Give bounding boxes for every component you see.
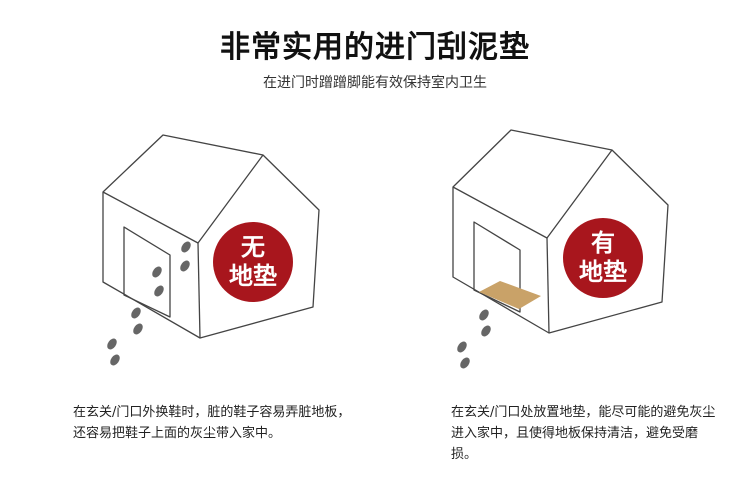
footprint (457, 341, 467, 353)
footprint (481, 325, 491, 337)
house-outline (102, 134, 320, 339)
house-corner (546, 237, 550, 334)
badge-text-line2: 地垫 (229, 262, 277, 290)
badge-circle (213, 222, 293, 302)
left-description: 在玄关/门口外换鞋时，脏的鞋子容易弄脏地板，还容易把鞋子上面的灰尘带入家中。 (73, 405, 351, 441)
badge-circle (563, 218, 643, 298)
house-outline (452, 129, 669, 334)
house-with-mat: 有 地垫 (452, 129, 669, 334)
footprint (460, 357, 470, 369)
footprint (479, 309, 489, 321)
house-corner (197, 242, 201, 339)
footprint (152, 266, 162, 278)
doormat (479, 281, 541, 309)
footprint (180, 260, 190, 272)
door (123, 226, 171, 318)
footprint (133, 323, 143, 335)
right-description: 在玄关/门口处放置地垫，能尽可能的避免灰尘进入家中，且使得地板保持清洁，避免受磨… (451, 405, 716, 462)
door (473, 221, 521, 313)
footprint (181, 241, 191, 253)
footprints-left (107, 241, 191, 366)
footprint (154, 285, 164, 297)
footprint (110, 354, 120, 366)
footprint (107, 338, 117, 350)
badge-text-line1: 有 (591, 229, 615, 257)
page-subtitle: 在进门时蹭蹭脚能有效保持室内卫生 (263, 75, 487, 91)
badge-text-line1: 无 (241, 233, 265, 261)
footprint (131, 307, 141, 319)
footprints-right (457, 309, 491, 369)
badge-text-line2: 地垫 (579, 258, 627, 286)
page-title: 非常实用的进门刮泥垫 (220, 30, 530, 65)
house-without-mat: 无 地垫 (102, 134, 320, 339)
